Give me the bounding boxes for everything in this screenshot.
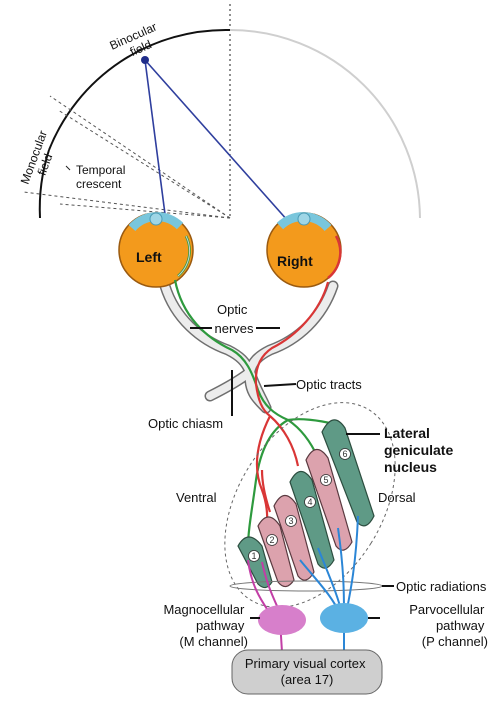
optic-tracts-label: Optic tracts	[296, 377, 362, 392]
parvo-oval	[320, 603, 368, 633]
right-field-arc	[230, 30, 420, 218]
right-eye	[267, 213, 341, 287]
lgn: 6 5 4 3 2 1	[190, 372, 431, 638]
magno-oval	[258, 605, 306, 635]
optic-chiasm-label: Optic chiasm	[148, 416, 223, 431]
lgn-layer-number: 4	[307, 497, 312, 507]
optic-nerves-label: Optic nerves	[214, 302, 254, 336]
lgn-layer-number: 3	[288, 516, 293, 526]
optic-tracts-leader	[264, 384, 296, 386]
visual-field	[24, 4, 420, 268]
temporal-crescent-leader	[66, 166, 70, 170]
field-boundary-dashed	[50, 96, 230, 218]
lgn-layer-number: 5	[323, 475, 328, 485]
optic-radiations-label: Optic radiations	[396, 579, 487, 594]
fixation-point	[141, 56, 149, 64]
lgn-layer-number: 6	[342, 449, 347, 459]
right-eye-label: Right	[277, 253, 313, 269]
lgn-layer-number: 2	[269, 535, 274, 545]
left-eye-label: Left	[136, 249, 162, 265]
lgn-layer-number: 1	[251, 551, 256, 561]
lgn-label: Lateral geniculate nucleus	[384, 425, 457, 475]
ventral-label: Ventral	[176, 490, 217, 505]
field-boundary-dashed	[24, 192, 230, 218]
parvo-label: Parvocellular pathway (P channel)	[409, 602, 488, 649]
magno-label: Magnocellular pathway (M channel)	[163, 602, 248, 649]
temporal-crescent-label: Temporal crescent	[76, 163, 129, 191]
dorsal-label: Dorsal	[378, 490, 416, 505]
